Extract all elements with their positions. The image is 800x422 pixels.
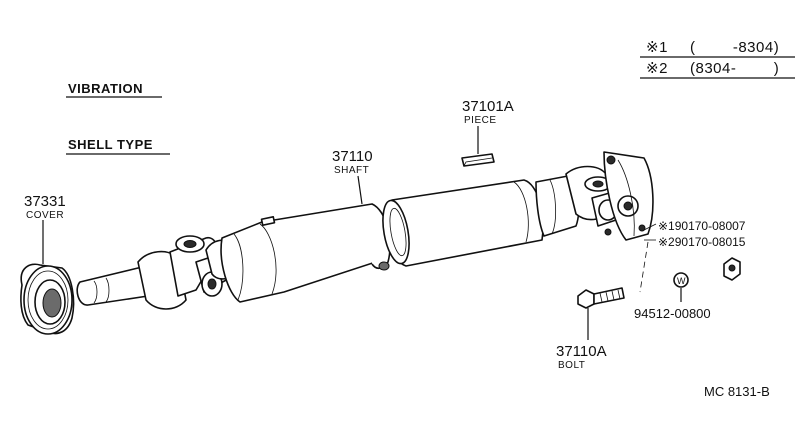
legend-row2-range: (8304- ): [690, 60, 779, 77]
cover-number: 37331: [24, 193, 66, 210]
legend-row2-mark: ※2: [646, 60, 668, 77]
piece-number: 37101A: [462, 98, 514, 115]
shaft-front-tube: [220, 203, 391, 303]
shaft-number: 37110: [332, 148, 373, 165]
piece-name: PIECE: [464, 115, 497, 126]
vibration-label: VIBRATION: [68, 81, 143, 96]
legend-row1-range: ( -8304): [690, 39, 779, 56]
nut2-number: ※290170-08015: [658, 235, 746, 249]
washer-part: W: [673, 272, 689, 288]
nut-center-line: [639, 241, 649, 293]
nut-part: [723, 257, 741, 281]
front-yoke: [76, 235, 239, 310]
cover-name: COVER: [26, 210, 64, 221]
svg-text:W: W: [677, 276, 686, 286]
rear-flange-yoke: [565, 151, 654, 241]
bolt-name: BOLT: [558, 360, 585, 371]
shaft-rear-tube: [382, 175, 580, 267]
cover-part: [20, 263, 75, 335]
shaft-leader: [357, 175, 363, 205]
nut1-number: ※190170-08007: [658, 219, 746, 233]
shell-type-label: SHELL TYPE: [68, 137, 153, 152]
shaft-name: SHAFT: [334, 165, 369, 176]
piece-part: [461, 153, 495, 167]
bolt-number: 37110A: [556, 343, 607, 360]
washer-number: 94512-00800: [634, 306, 711, 321]
applicability-legend: ※1 ( -8304) ※2 (8304- ): [640, 39, 795, 79]
drawing-code: MC 8131-B: [704, 384, 770, 399]
bolt-part: [577, 287, 625, 309]
nut-leader-a: [643, 223, 657, 231]
legend-row1-mark: ※1: [646, 39, 668, 56]
